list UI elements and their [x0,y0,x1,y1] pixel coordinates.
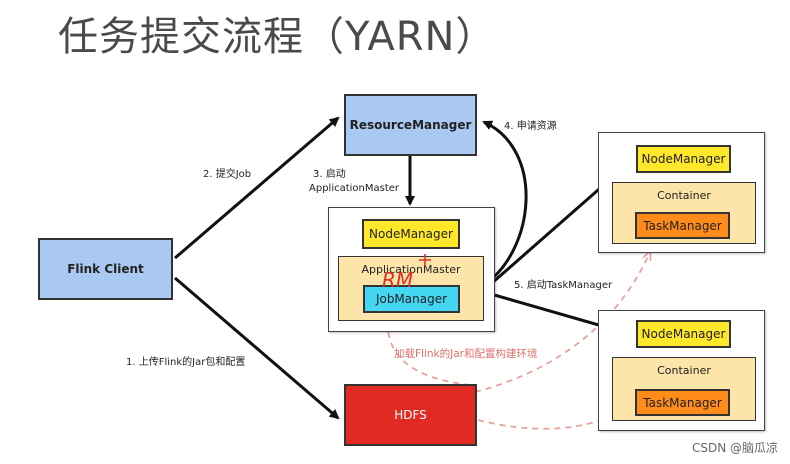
arrow-submit-job [174,116,340,260]
page-title: 任务提交流程（YARN） [58,14,497,60]
resource-manager-node: ResourceManager [344,94,477,156]
node-manager-2: NodeManager [636,320,731,348]
rm-annotation-text: RM [382,268,413,292]
node-manager-master: NodeManager [362,219,460,249]
task-manager-1: TaskManager [635,212,730,239]
node-manager-1: NodeManager [636,145,731,173]
application-master-label: ApplicationMaster [361,263,461,276]
job-manager-node: JobManager [363,285,460,313]
label-start-am-line1: 3. 启动 [313,169,346,180]
rm-annotation-plus [419,254,431,266]
label-upload: 1. 上传Flink的Jar包和配置 [126,357,246,368]
watermark: CSDN @脑瓜凉 [691,441,778,455]
hdfs-node: HDFS [344,384,477,446]
label-submit-job: 2. 提交Job [203,169,252,180]
task-manager-2: TaskManager [635,389,730,416]
arrow-request-resources [482,120,528,287]
label-start-am-line2: ApplicationMaster [309,183,400,194]
label-load-env: 加载Flink的Jar和配置构建环境 [394,348,538,360]
label-request-resources: 4. 申请资源 [504,121,557,132]
label-start-taskmanager: 5. 启动TaskManager [514,280,613,291]
arrow-upload [174,276,340,420]
flink-client-node: Flink Client [38,238,173,300]
container-2-label: Container [657,364,711,377]
dashed-hdfs-jobmanager [388,318,471,386]
dashed-hdfs-taskmanager-1 [474,252,650,393]
container-1-label: Container [657,189,711,202]
